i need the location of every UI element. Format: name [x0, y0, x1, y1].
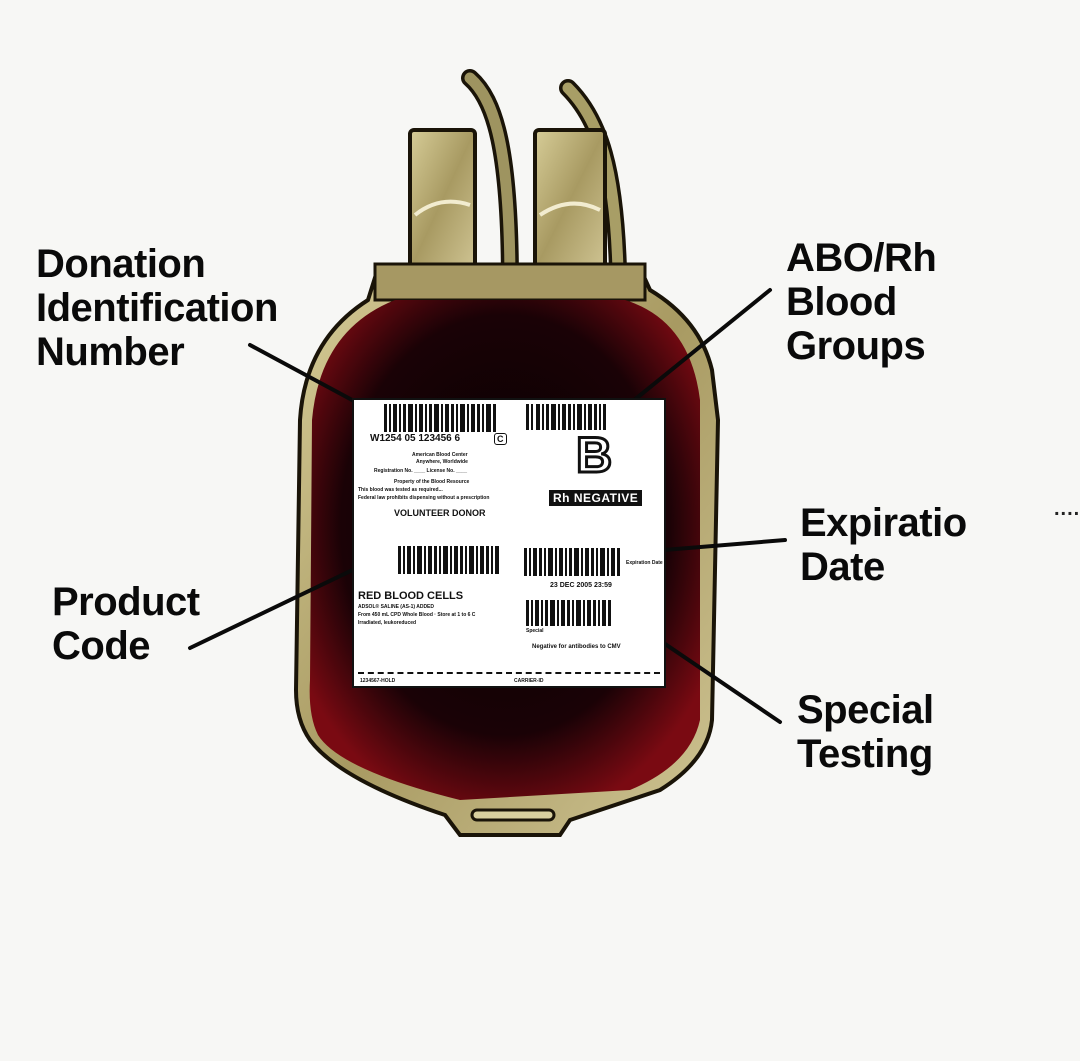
facility-location: Anywhere, Worldwide — [416, 459, 468, 465]
special-testing-result: Negative for antibodies to CMV — [532, 644, 621, 650]
expiry-value: 23 DEC 2005 23:59 — [550, 582, 612, 589]
donation-number: W1254 05 123456 6 — [370, 433, 461, 444]
abo-rh-barcode — [526, 404, 606, 430]
unit-label: W1254 05 123456 6 C American Blood Cente… — [352, 398, 666, 688]
donation-id-barcode — [384, 404, 496, 432]
tear-line — [358, 672, 660, 674]
callout-line: Product — [52, 580, 200, 624]
bag-ports — [408, 128, 607, 272]
expiry-caption: Expiration Date — [626, 560, 663, 566]
callout-line: Groups — [786, 324, 926, 368]
callout-special-testing: Special Testing — [797, 688, 934, 776]
callout-line: Special — [797, 688, 934, 732]
rh-status: Rh NEGATIVE — [549, 490, 643, 506]
callout-donation-identification-number: Donation Identification Number — [36, 242, 278, 374]
callout-line: Donation — [36, 242, 206, 286]
abo-group: B — [574, 427, 613, 483]
warning-line-2: Federal law prohibits dispensing without… — [358, 495, 490, 501]
callout-line: Expiratio — [800, 501, 967, 545]
warning-line-1: This blood was tested as required... — [358, 487, 443, 493]
product-name: RED BLOOD CELLS — [358, 590, 464, 602]
check-character: C — [494, 433, 507, 445]
callout-product-code: Product Code — [52, 580, 200, 668]
callout-line: Number — [36, 330, 185, 374]
product-line-2: From 450 mL CPD Whole Blood · Store at 1… — [358, 612, 476, 618]
donor-type: VOLUNTEER DONOR — [394, 508, 486, 518]
callout-line: ABO/Rh — [786, 236, 937, 280]
facility-name: American Blood Center — [412, 452, 468, 458]
expiration-barcode — [524, 548, 620, 576]
callout-line: Date — [800, 545, 885, 589]
callout-line: Blood — [786, 280, 897, 324]
callout-line: Code — [52, 624, 150, 668]
product-code-barcode — [398, 546, 499, 574]
special-caption: Special — [526, 628, 544, 634]
callout-expiration-date: Expiratio Date — [800, 501, 967, 589]
registration-line: Registration No. ____ License No. ____ — [374, 468, 468, 474]
product-line-1: ADSOL® SALINE (AS-1) ADDED — [358, 604, 435, 610]
special-testing-barcode — [526, 600, 611, 626]
edge-marker: .... — [1054, 498, 1080, 520]
callout-line: Testing — [797, 732, 933, 776]
callout-line: Identification — [36, 286, 278, 330]
callout-abo-rh-blood-groups: ABO/Rh Blood Groups — [786, 236, 937, 368]
product-line-3: Irradiated, leukoreduced — [358, 620, 417, 626]
footer-right: CARRIER-ID — [514, 678, 544, 684]
hanger-slot — [470, 808, 556, 822]
footer-left: 1234567-HOLD — [360, 678, 396, 684]
property-line: Property of the Blood Resource — [394, 479, 470, 485]
